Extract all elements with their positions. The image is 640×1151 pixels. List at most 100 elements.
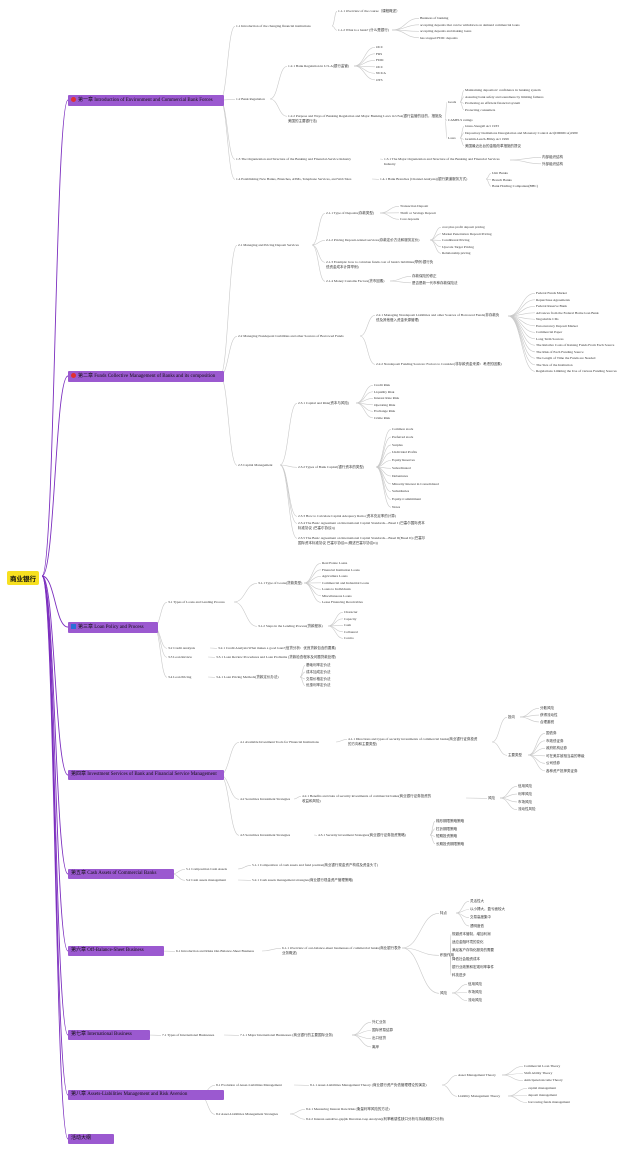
root-node[interactable]: 商业银行: [7, 571, 39, 585]
leaf-node[interactable]: 规避资本管制，增加利润: [452, 932, 491, 936]
section-node[interactable]: 1.1 Introduction of the changing financi…: [236, 24, 311, 28]
leaf-node[interactable]: 国际贸易结算: [372, 1028, 393, 1033]
subsection-node[interactable]: 2.3.4 The Basic Agreement on Internation…: [298, 521, 425, 530]
leaf-node[interactable]: 是否是新一代币种存款保险法: [412, 280, 458, 285]
leaf-node[interactable]: Glass-Steagall Act 1933: [465, 124, 499, 128]
leaf-node[interactable]: Federal Funds Market: [536, 291, 567, 295]
chapter-node[interactable]: 第一章 Introduction of Environment and Comm…: [68, 95, 224, 106]
leaf-node[interactable]: Liquidity Risk: [374, 389, 395, 394]
section-node[interactable]: 3.1 Types of Loans and Lending Process: [168, 600, 225, 604]
leaf-node[interactable]: Bank Holding Companies(BHC): [492, 184, 538, 188]
leaf-node[interactable]: Character: [344, 610, 358, 614]
leaf-node[interactable]: 分散风险: [540, 706, 554, 710]
leaf-node[interactable]: Promoting an efficient financial system: [465, 101, 521, 105]
leaf-node[interactable]: Exchange Risk: [374, 409, 396, 413]
leaf-node[interactable]: Crime Risk: [374, 415, 391, 420]
group-node[interactable]: CAMELS ratings: [448, 118, 473, 122]
subsection-node[interactable]: 5.1.1 Composition of cash assets and fun…: [252, 863, 379, 867]
leaf-node[interactable]: 出口信贷: [372, 1036, 386, 1041]
subsection-node[interactable]: 2.3.1 Capital and Risk(资本与风险): [298, 401, 350, 405]
subsection-node[interactable]: 2.3.2 Types of Bank Capital(银行资本的类型): [298, 465, 364, 469]
section-node[interactable]: 8.2 Asset-Liabilities Management Strateg…: [216, 1112, 279, 1116]
leaf-node[interactable]: 科技进步: [452, 973, 466, 977]
leaf-node[interactable]: 市场风险: [518, 799, 532, 804]
section-node[interactable]: 1.3 The Organization and Structure of th…: [236, 157, 352, 161]
section-node[interactable]: 2.3 Capital Management: [238, 463, 273, 467]
subsection-node[interactable]: 8.2.2 Interest-sensitive-gap(& Duration-…: [306, 1117, 445, 1121]
chapter-node[interactable]: 第八章 Assets-Liabilities Management and Ri…: [68, 1090, 224, 1100]
leaf-node[interactable]: 合理避税: [540, 719, 554, 724]
leaf-node[interactable]: 梯形期限策略策略: [436, 819, 464, 823]
leaf-node[interactable]: FDIC: [376, 58, 384, 62]
leaf-node[interactable]: 市政债证券: [546, 738, 564, 743]
leaf-node[interactable]: 各种资产抵押类证券: [546, 768, 578, 773]
section-node[interactable]: 2.2 Managing Nondeposit Liabilities and …: [238, 334, 344, 338]
section-node[interactable]: 4.3 Securities Investment Strategies: [240, 833, 291, 837]
leaf-node[interactable]: Transaction Deposit: [400, 204, 429, 208]
leaf-node[interactable]: Shift Ability Theory: [524, 1071, 553, 1076]
leaf-node[interactable]: Undivided Profits: [392, 450, 417, 455]
group-node[interactable]: 特点: [440, 911, 447, 915]
section-node[interactable]: 1.4 Establishing New Banks, Branches, AT…: [236, 177, 352, 181]
subsection-node[interactable]: 3.2.1 Credit Analysis:What makes a good …: [218, 646, 337, 650]
leaf-node[interactable]: cost plus profit deposit pricing: [442, 225, 485, 229]
subsection-node[interactable]: 8.2.1 Measuring Interest Rate Risk (衡量利率…: [306, 1107, 390, 1111]
leaf-node[interactable]: Relationship pricing: [442, 251, 471, 255]
leaf-node[interactable]: Core deposits: [400, 217, 420, 221]
subsection-node[interactable]: 2.2.2 Nondeposit Funding Sources: Factor…: [376, 362, 502, 366]
leaf-node[interactable]: has stopped FDIC deposits: [420, 35, 458, 40]
leaf-node[interactable]: Common stock: [392, 427, 414, 431]
subsection-node[interactable]: 1.1.1 Overview of the course（课程概述）: [338, 9, 400, 13]
subsection-node[interactable]: 3.4.1 Loan Pricing Methods(贷款定价办法): [216, 675, 279, 679]
subsection-node[interactable]: 2.1.3 Example: how to calculate funds co…: [326, 260, 434, 269]
leaf-node[interactable]: 成本加成定价法: [306, 669, 331, 674]
group-node[interactable]: 主要类型: [508, 753, 522, 757]
leaf-node[interactable]: Commercial Paper: [536, 330, 563, 334]
leaf-node[interactable]: Interest Rate Risk: [374, 396, 400, 400]
leaf-node[interactable]: 市场风险: [468, 990, 482, 995]
leaf-node[interactable]: NCUA: [376, 71, 386, 75]
section-node[interactable]: 3.3 Loan Review: [168, 655, 193, 659]
leaf-node[interactable]: OTS: [376, 77, 383, 82]
leaf-node[interactable]: Operating Risk: [374, 402, 396, 407]
chapter-node[interactable]: 第六章 Off-Balance-Sheet Business: [68, 946, 164, 956]
group-node[interactable]: 积极作用: [440, 953, 454, 957]
subsection-node[interactable]: 2.2.1 Managing Nondeposit Liabilities an…: [376, 313, 500, 322]
subsection-node[interactable]: 2.1.4 Money Customs Factors(货币因素): [326, 279, 385, 283]
leaf-node[interactable]: deposit management: [528, 1093, 557, 1098]
leaf-node[interactable]: Business of banking: [420, 16, 449, 20]
leaf-node[interactable]: Debentures: [392, 473, 408, 478]
subsection-node[interactable]: 1.1.2 What is a bank? (什么是银行): [338, 28, 389, 32]
leaf-node[interactable]: Agriculture Loans: [322, 574, 348, 578]
subsection-node[interactable]: 6.1.1 Overview of out-balance-sheet busi…: [282, 946, 402, 955]
section-node[interactable]: 4.2 Securities Investment Strategies: [240, 797, 291, 801]
leaf-node[interactable]: Subsidiaries: [392, 489, 410, 494]
chapter-node[interactable]: 第七章 International Business: [68, 1030, 150, 1040]
leaf-node[interactable]: Branch Banks: [492, 177, 512, 182]
subsection-node[interactable]: 7.1.1 Major International Businesses (商业…: [240, 1033, 334, 1037]
leaf-node[interactable]: Commercial and Industrial Loans: [322, 580, 369, 585]
leaf-node[interactable]: Contro: [344, 636, 354, 640]
leaf-node[interactable]: Depository Institutions Deregulation and…: [465, 130, 578, 135]
section-node[interactable]: 3.4 Loan Pricing: [168, 675, 192, 679]
leaf-node[interactable]: Minority Interest in Consolidated: [392, 481, 439, 486]
group-node[interactable]: Liability Management Theory: [458, 1094, 501, 1098]
leaf-node[interactable]: capital management: [528, 1086, 557, 1090]
group-node[interactable]: 投向: [508, 715, 515, 719]
subsection-node[interactable]: 1.2.2 Purpose and Ways of Banking Regula…: [288, 114, 443, 123]
leaf-node[interactable]: Thrift or Savings Deposit: [400, 210, 436, 215]
leaf-node[interactable]: Federal Reserve Bank: [536, 304, 567, 308]
subsection-node[interactable]: 1.4.1 Bank Branches (Channel Analysis)(银…: [380, 177, 468, 181]
leaf-node[interactable]: 流动性风险: [518, 807, 536, 812]
leaf-node[interactable]: Unit Banks: [492, 171, 508, 175]
section-node[interactable]: 1.2 Bank Regulation: [236, 97, 265, 101]
subsection-node[interactable]: 3.1.1 Type of Loans(贷款类型): [258, 581, 303, 585]
section-node[interactable]: 5.1 Composition Cash Assets: [186, 867, 228, 871]
leaf-node[interactable]: Upscale Target Pricing: [442, 244, 474, 249]
leaf-node[interactable]: Collateral: [344, 629, 358, 634]
leaf-node[interactable]: OCC: [376, 64, 384, 69]
leaf-node[interactable]: 离岸: [372, 1044, 379, 1049]
subsection-node[interactable]: 3.1.2 Steps in the Lending Process(贷款程序): [258, 624, 323, 628]
leaf-node[interactable]: 以小搏大，盈亏面较大: [470, 907, 505, 912]
leaf-node[interactable]: 外部组织结构: [542, 161, 563, 166]
